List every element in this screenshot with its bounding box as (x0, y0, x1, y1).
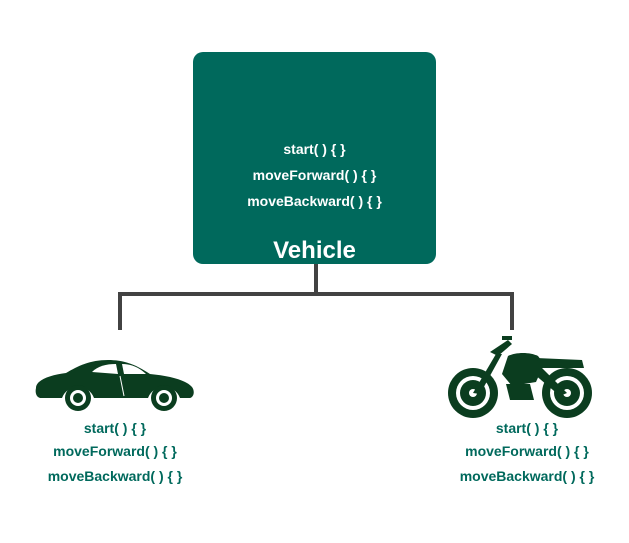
motorcycle-icon (448, 336, 592, 418)
car-method-move-forward: moveForward( ) { } (53, 443, 177, 459)
car-methods: start( ) { } moveForward( ) { } moveBack… (20, 418, 210, 488)
motorcycle-method-start: start( ) { } (495, 420, 559, 436)
parent-method-start: start( ) { } (283, 141, 346, 157)
motorcycle-method-move-backward: moveBackward( ) { } (459, 468, 595, 484)
car-method-start: start( ) { } (83, 420, 147, 436)
parent-method-move-forward: moveForward( ) { } (252, 167, 377, 183)
car-icon (35, 360, 194, 411)
parent-method-move-backward: moveBackward( ) { } (247, 193, 382, 209)
car-method-move-backward: moveBackward( ) { } (47, 468, 183, 484)
motorcycle-methods: start( ) { } moveForward( ) { } moveBack… (432, 418, 622, 488)
motorcycle-method-move-forward: moveForward( ) { } (465, 443, 589, 459)
vehicle-class-box: start( ) { } moveForward( ) { } moveBack… (193, 52, 436, 264)
parent-class-title: Vehicle (273, 237, 356, 264)
